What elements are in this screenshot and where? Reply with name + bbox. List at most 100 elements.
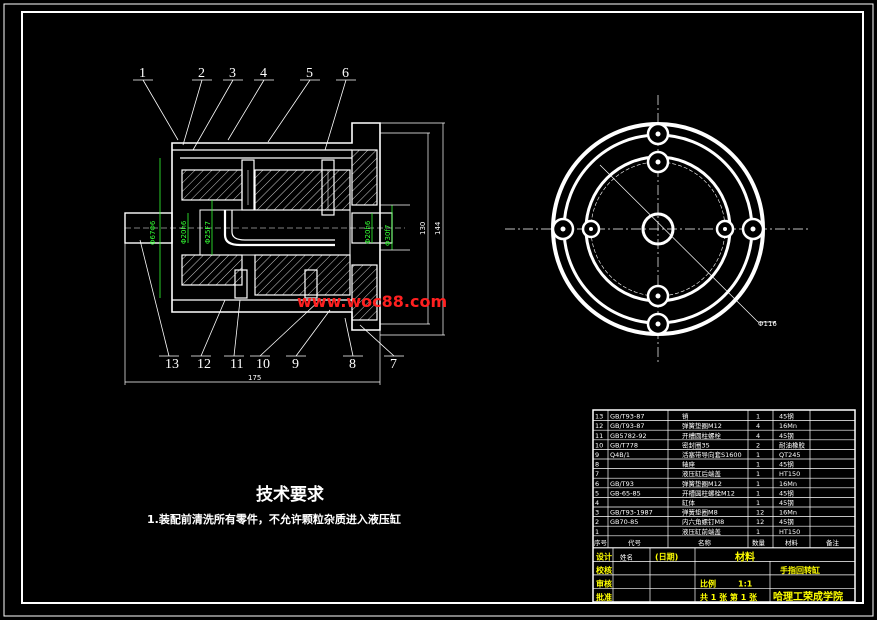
requirements-line-1: 1.装配前清洗所有零件，不允许颗粒杂质进入液压缸	[147, 512, 401, 526]
bom-cell-qty: 1	[756, 413, 760, 421]
bom-cell-no: 10	[595, 441, 603, 449]
bom-cell-qty: 2	[756, 441, 760, 449]
requirements-title: 技术要求	[256, 484, 324, 505]
bom-cell-no: 9	[595, 451, 599, 459]
title-label-design: 设计	[596, 551, 612, 561]
bom-cell-code: GB70-85	[610, 518, 638, 526]
dim-d4: Φ20h6	[364, 220, 372, 244]
callout-leader	[227, 79, 265, 141]
bom-cell-name: 开槽圆柱螺栓	[682, 431, 722, 440]
callout-number-12: 12	[197, 357, 211, 372]
bom-cell-no: 13	[595, 413, 603, 421]
bom-cell-mat: 45钢	[779, 489, 794, 497]
bom-cell-name: 弹簧垫圈M12	[682, 421, 722, 430]
title-designer: 姓名	[620, 552, 633, 561]
watermark: www.woc88.com	[297, 292, 447, 311]
bom-cell-name: 液压缸前端盖	[682, 527, 722, 536]
callout-leader	[295, 309, 331, 357]
bom-cell-mat: 16Mn	[779, 509, 797, 517]
bom-cell-code: Q4B/1	[610, 451, 630, 459]
title-school: 哈理工荣成学院	[773, 590, 843, 603]
bom-cell-no: 12	[595, 422, 603, 430]
bom-header-name: 名称	[698, 538, 712, 547]
title-label-approve: 批准	[596, 592, 612, 602]
bom-cell-code: GB/T93-87	[610, 422, 645, 430]
title-label-review: 审核	[596, 578, 612, 588]
bom-header-note: 备注	[826, 538, 840, 547]
callout-number-7: 7	[390, 357, 397, 372]
bom-cell-no: 6	[595, 480, 599, 488]
title-date: (日期)	[655, 551, 678, 561]
section-view	[124, 122, 405, 331]
overall-dimensions	[124, 122, 445, 385]
bom-cell-qty: 1	[756, 499, 760, 507]
callout-number-8: 8	[349, 357, 356, 372]
outer-frame	[3, 3, 874, 617]
callout-leader	[344, 317, 354, 357]
bom-cell-mat: 耐油橡胶	[779, 440, 806, 449]
bom-cell-mat: 45钢	[779, 499, 794, 507]
bom-cell-no: 5	[595, 489, 599, 497]
bom-cell-qty: 4	[756, 422, 760, 430]
bom-cell-name: 活塞带导向套S1600	[682, 450, 742, 459]
bom-cell-no: 11	[595, 432, 603, 440]
bom-cell-mat: 45钢	[779, 518, 794, 526]
callout-leader	[359, 324, 395, 357]
bom-cell-name: 销	[682, 412, 689, 421]
bom-cell-mat: 16Mn	[779, 480, 797, 488]
callout-leader	[142, 79, 179, 141]
bom-cell-name: 弹簧垫圈M8	[682, 508, 718, 517]
bom-cell-name: 开槽圆柱螺栓M12	[682, 488, 735, 497]
bom-cell-mat: 16Mn	[779, 422, 797, 430]
callout-number-5: 5	[306, 66, 313, 81]
title-label-check: 校核	[596, 565, 612, 575]
bom-cell-qty: 1	[756, 461, 760, 469]
title-scale-label: 比例	[700, 578, 716, 588]
bom-cell-qty: 12	[756, 518, 764, 526]
dim-d6: 130	[419, 222, 427, 235]
dim-d7: 144	[434, 221, 442, 235]
bom-cell-mat: 45钢	[779, 413, 794, 421]
bom-cell-name: 弹簧垫圈M12	[682, 479, 722, 488]
bom-header-mat: 材料	[785, 538, 799, 547]
title-part-name: 手指回转缸	[780, 565, 820, 575]
bom-cell-mat: 45钢	[779, 461, 794, 469]
bom-cell-qty: 12	[756, 509, 764, 517]
bom-cell-name: 内六角螺钉M8	[682, 517, 724, 526]
bom-cell-code: GB/T93	[610, 480, 634, 488]
bom-cell-no: 8	[595, 461, 599, 469]
bom-cell-no: 7	[595, 470, 599, 478]
bom-cell-code: GB-65-85	[610, 489, 641, 497]
bom-cell-qty: 1	[756, 528, 760, 536]
bom-header-code: 代号	[628, 538, 642, 547]
callout-number-11: 11	[230, 357, 243, 372]
bom-cell-code: GB5782-92	[610, 432, 647, 440]
callout-number-6: 6	[342, 66, 349, 81]
bom-cell-mat: HT150	[779, 528, 800, 536]
bom-cell-code: GB/T93-87	[610, 413, 645, 421]
title-material: 材料	[735, 550, 755, 563]
bom-cell-name: 液压缸后端盖	[682, 469, 722, 478]
bom-cell-name: 密封圈35	[682, 440, 710, 449]
end-view	[505, 95, 810, 365]
bom-cell-no: 4	[595, 499, 599, 507]
callout-leader	[267, 79, 311, 143]
callout-leader	[233, 299, 241, 357]
inner-frame	[21, 11, 864, 604]
dim-d2: Φ20h6	[180, 220, 188, 244]
callout-leader	[139, 239, 170, 357]
bom-cell-no: 2	[595, 518, 599, 526]
callout-leader	[324, 79, 347, 151]
callout-leader	[259, 299, 321, 357]
dim-d8: 175	[248, 374, 261, 382]
bom-cell-no: 1	[595, 528, 599, 536]
bom-cell-name: 缸体	[682, 498, 696, 507]
callout-leader	[200, 299, 226, 357]
callout-number-1: 1	[139, 66, 146, 81]
dim-d1: Φ67Φ6	[149, 220, 157, 245]
bom-header-qty: 数量	[752, 538, 766, 547]
callout-number-10: 10	[256, 357, 270, 372]
bom-cell-no: 3	[595, 509, 599, 517]
